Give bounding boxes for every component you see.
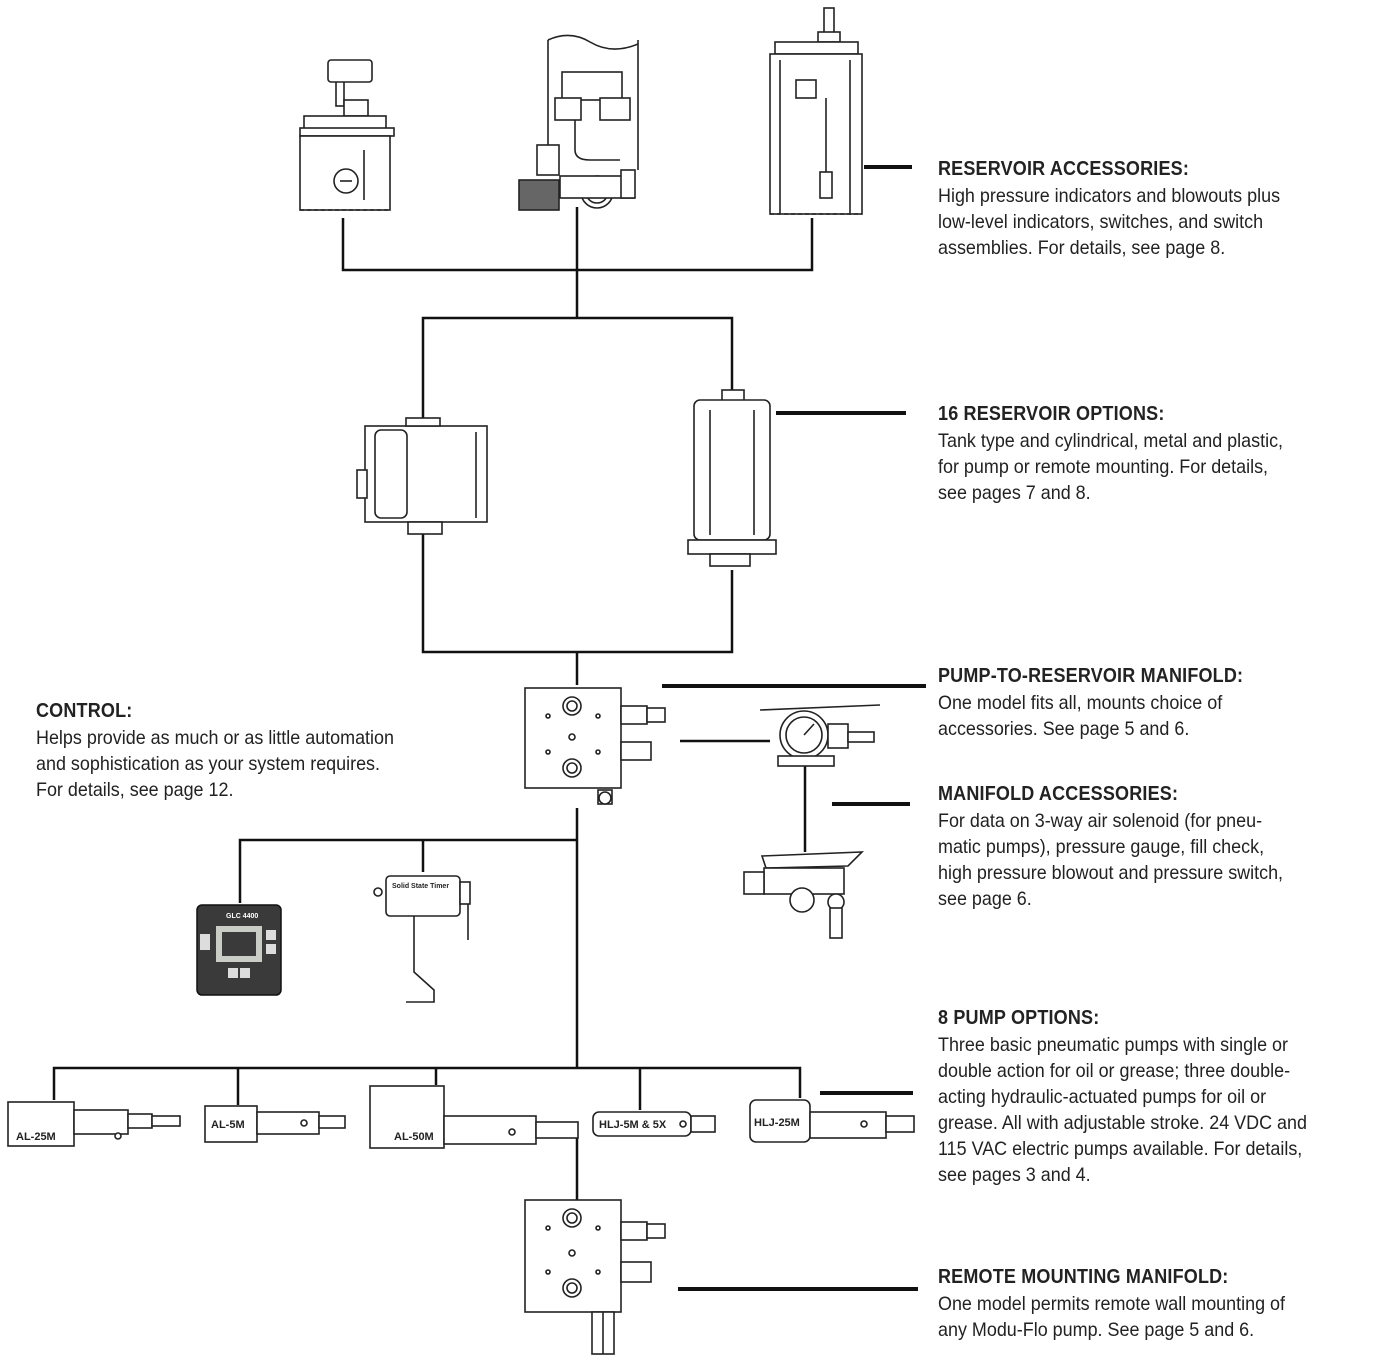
callout-line: grease. All with adjustable stroke. 24 V… <box>938 1112 1307 1134</box>
callout-line: One model fits all, mounts choice of <box>938 692 1223 714</box>
callout-line: matic pumps), pressure gauge, fill check… <box>938 836 1265 858</box>
pump-hlj-25m-drawing: HLJ-25M <box>749 1099 915 1143</box>
pump-hlj-5m-5x-drawing: HLJ-5M & 5X <box>592 1111 716 1137</box>
pump-al-25m-drawing: AL-25M <box>7 1101 181 1147</box>
callout-line: One model permits remote wall mounting o… <box>938 1293 1285 1315</box>
reservoir-accessory-drawing-right <box>769 7 863 215</box>
callout-control: CONTROL: Helps provide as much or as lit… <box>36 700 425 803</box>
callout-line: accessories. See page 5 and 6. <box>938 718 1190 740</box>
callout-line: High pressure indicators and blowouts pl… <box>938 185 1281 207</box>
pump-to-reservoir-manifold-drawing <box>524 687 666 805</box>
callout-body: Three basic pneumatic pumps with single … <box>938 1032 1307 1188</box>
manifold-accessories-drawing <box>743 704 881 939</box>
pump-al-5m-drawing: AL-5M <box>204 1105 346 1143</box>
callout-line: 115 VAC electric pumps available. For de… <box>938 1138 1303 1160</box>
callout-heading: RESERVOIR ACCESSORIES: <box>938 158 1190 180</box>
callout-line: Three basic pneumatic pumps with single … <box>938 1034 1289 1056</box>
callout-heading: 16 RESERVOIR OPTIONS: <box>938 403 1165 425</box>
callout-line: and sophistication as your system requir… <box>36 753 381 775</box>
callout-reservoir-accessories: RESERVOIR ACCESSORIES: High pressure ind… <box>938 158 1310 261</box>
callout-body: Tank type and cylindrical, metal and pla… <box>938 428 1283 506</box>
pump-al-50m-drawing: AL-50M <box>369 1085 579 1149</box>
callout-line: for pump or remote mounting. For details… <box>938 456 1269 478</box>
callout-manifold-accessories: MANIFOLD ACCESSORIES: For data on 3-way … <box>938 783 1313 912</box>
callout-remote-mounting-manifold: REMOTE MOUNTING MANIFOLD: One model perm… <box>938 1266 1315 1343</box>
callout-line: see page 6. <box>938 888 1032 910</box>
glc-controller-drawing: GLC 4400 <box>196 904 282 996</box>
connector-lines <box>52 207 814 1200</box>
reservoir-accessory-drawing-center <box>518 34 639 211</box>
callout-body: Helps provide as much or as little autom… <box>36 725 394 803</box>
callout-leaders <box>662 165 926 1291</box>
pump-label-hlj-5m-5x: HLJ-5M & 5X <box>599 1119 667 1131</box>
callout-reservoir-options: 16 RESERVOIR OPTIONS: Tank type and cyli… <box>938 403 1313 506</box>
callout-body: One model permits remote wall mounting o… <box>938 1291 1285 1343</box>
callout-heading: REMOTE MOUNTING MANIFOLD: <box>938 1266 1229 1288</box>
callout-line: For details, see page 12. <box>36 779 234 801</box>
glc-model-label: GLC 4400 <box>226 913 258 920</box>
callout-line: double action for oil or grease; three d… <box>938 1060 1291 1082</box>
callout-body: High pressure indicators and blowouts pl… <box>938 183 1280 261</box>
callout-line: assemblies. For details, see page 8. <box>938 237 1226 259</box>
pump-label-al-5m: AL-5M <box>211 1119 245 1131</box>
callout-line: acting hydraulic-actuated pumps for oil … <box>938 1086 1267 1108</box>
reservoir-accessory-drawing-left <box>299 59 395 211</box>
callout-line: For data on 3-way air solenoid (for pneu… <box>938 810 1263 832</box>
callout-body: One model fits all, mounts choice of acc… <box>938 690 1250 742</box>
callout-body: For data on 3-way air solenoid (for pneu… <box>938 808 1283 912</box>
callout-heading: MANIFOLD ACCESSORIES: <box>938 783 1179 805</box>
remote-mounting-manifold-drawing <box>524 1199 666 1355</box>
callout-heading: CONTROL: <box>36 700 133 722</box>
reservoir-option-cylinder-drawing <box>687 389 777 567</box>
callout-line: Tank type and cylindrical, metal and pla… <box>938 430 1284 452</box>
callout-pump-to-reservoir-manifold: PUMP-TO-RESERVOIR MANIFOLD: One model fi… <box>938 665 1277 742</box>
callout-heading: PUMP-TO-RESERVOIR MANIFOLD: <box>938 665 1244 687</box>
pump-label-al-50m: AL-50M <box>394 1131 434 1143</box>
timer-label: Solid State Timer <box>392 883 449 890</box>
callout-pump-options: 8 PUMP OPTIONS: Three basic pneumatic pu… <box>938 1007 1339 1188</box>
callout-line: see pages 3 and 4. <box>938 1164 1091 1186</box>
callout-line: any Modu-Flo pump. See page 5 and 6. <box>938 1319 1255 1341</box>
callout-line: high pressure blowout and pressure switc… <box>938 862 1284 884</box>
pump-label-al-25m: AL-25M <box>16 1131 56 1143</box>
callout-line: low-level indicators, switches, and swit… <box>938 211 1264 233</box>
callout-line: Helps provide as much or as little autom… <box>36 727 394 749</box>
reservoir-option-tank-drawing <box>356 417 488 535</box>
solid-state-timer-drawing: Solid State Timer <box>373 875 471 1003</box>
callout-heading: 8 PUMP OPTIONS: <box>938 1007 1100 1029</box>
pump-label-hlj-25m: HLJ-25M <box>754 1117 800 1129</box>
callout-line: see pages 7 and 8. <box>938 482 1091 504</box>
